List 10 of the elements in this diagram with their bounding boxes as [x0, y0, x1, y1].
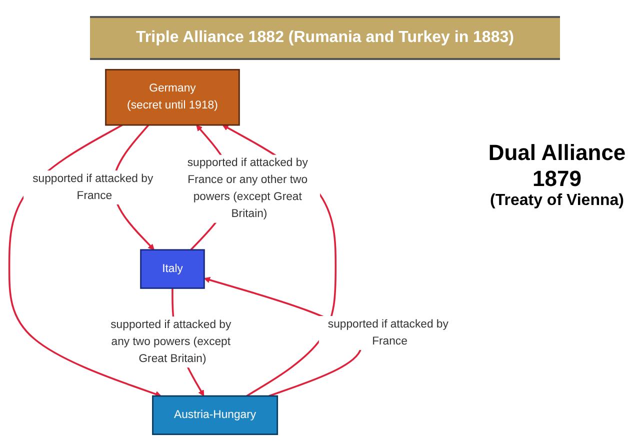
country-box: Italy: [140, 249, 205, 289]
title-banner: Triple Alliance 1882 (Rumania and Turkey in 1883): [90, 16, 560, 60]
note-text: Dual Alliance 1879: [487, 140, 627, 192]
edge-label: supported if attacked by France or any other two powers (except Great Britain): [187, 156, 308, 220]
edge-label: supported if attacked by France: [328, 318, 448, 348]
edge-label: supported if attacked by France: [32, 172, 154, 202]
edge-label: supported if attacked by any two powers (except Great Britain): [110, 318, 232, 365]
note-text: (Treaty of Vienna): [489, 192, 625, 210]
country-box: Austria-Hungary: [152, 395, 278, 436]
country-box: Germany (secret until 1918): [105, 68, 240, 126]
